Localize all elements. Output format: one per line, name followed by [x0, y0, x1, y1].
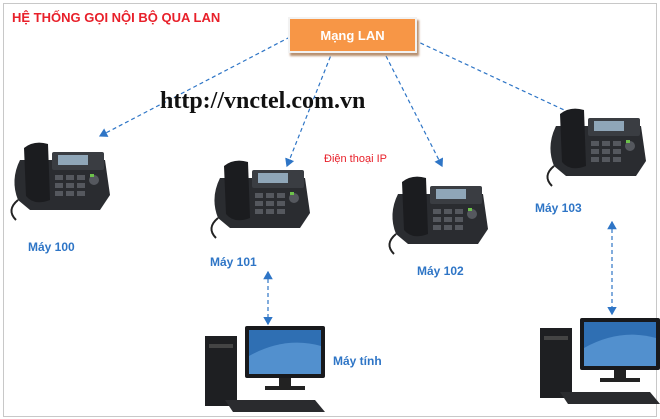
phone-icon-may103 — [546, 107, 647, 187]
link-lan-may102 — [385, 55, 444, 168]
frame-border — [3, 3, 657, 417]
phone-label-may101: Máy 101 — [210, 255, 257, 269]
lan-node: Mạng LAN — [288, 17, 417, 53]
link-lan-may103 — [413, 39, 579, 118]
phone-icon-may101 — [210, 159, 311, 239]
computer-label: Máy tính — [333, 354, 382, 368]
phone-label-may102: Máy 102 — [417, 264, 464, 278]
computer-icon-2 — [540, 318, 660, 404]
phone-label-may100: Máy 100 — [28, 240, 75, 254]
website-url: http://vnctel.com.vn — [160, 88, 366, 114]
link-lan-may100 — [98, 36, 291, 137]
phone-icon-may100 — [10, 141, 112, 221]
phone-icon-may102 — [388, 175, 489, 255]
diagram-title: HỆ THỐNG GỌI NỘI BỘ QUA LAN — [12, 10, 221, 25]
phone-label-may103: Máy 103 — [535, 201, 582, 215]
ip-phone-label: Điện thoại IP — [324, 153, 387, 165]
computer-icon-1 — [205, 326, 325, 412]
